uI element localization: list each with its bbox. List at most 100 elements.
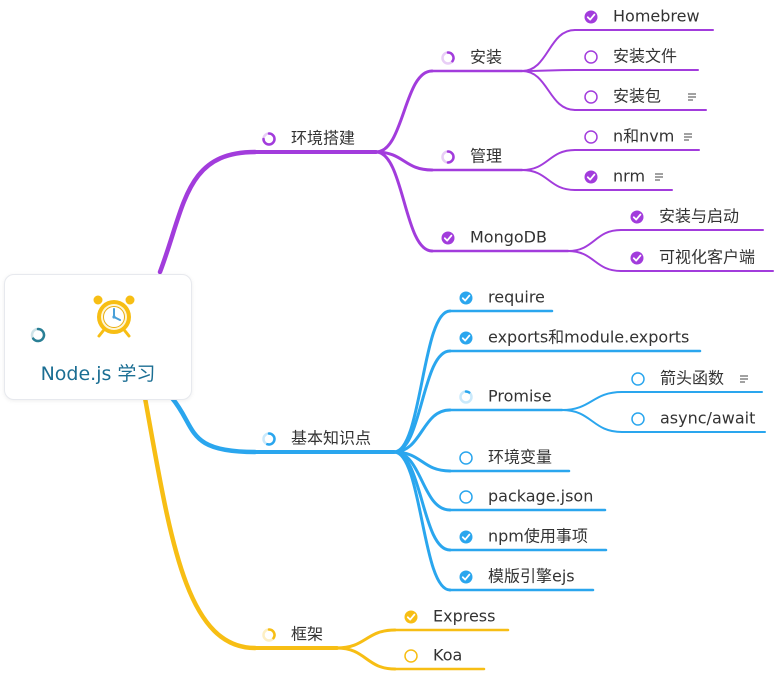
empty-circle-icon[interactable]: [584, 130, 598, 144]
topic-nrm[interactable]: nrm: [584, 167, 664, 186]
topic-exports[interactable]: exports和module.exports: [459, 328, 690, 347]
topic-install-files[interactable]: 安装文件: [584, 47, 677, 66]
connector-curve: [521, 149, 576, 171]
empty-circle-icon[interactable]: [584, 50, 598, 64]
topic-koa[interactable]: Koa: [404, 646, 462, 665]
alarm-clock-icon: [93, 295, 135, 338]
topic-n-nvm[interactable]: n和nvm: [584, 127, 692, 146]
topic-label: async/await: [660, 409, 755, 428]
note-icon[interactable]: [688, 93, 696, 101]
note-icon[interactable]: [740, 375, 748, 383]
check-icon[interactable]: [584, 10, 598, 24]
topic-label: n和nvm: [613, 127, 674, 146]
topic-label: Express: [433, 607, 495, 626]
progress-ring-icon[interactable]: [266, 432, 276, 446]
check-icon[interactable]: [404, 610, 418, 624]
connector-curve: [374, 150, 434, 253]
connector-curve: [392, 450, 452, 592]
topic-label: npm使用事项: [488, 527, 588, 546]
topic-label: 安装与启动: [659, 207, 739, 226]
checkmark-icon: [586, 173, 596, 181]
topic-manage[interactable]: 管理: [441, 147, 503, 166]
progress-ring-icon[interactable]: [446, 150, 455, 164]
topic-mongo-install[interactable]: 安装与启动: [630, 207, 740, 226]
connector-curve: [521, 29, 576, 72]
topic-arrow[interactable]: 箭头函数: [631, 369, 748, 388]
note-icon[interactable]: [684, 133, 692, 141]
topic-label: 安装包: [613, 87, 661, 106]
connector-curve: [521, 169, 576, 191]
connector-curve: [374, 150, 434, 172]
topic-env[interactable]: 环境搭建: [262, 129, 356, 148]
connector-curve: [567, 229, 622, 252]
topic-label: Koa: [433, 646, 462, 665]
main-branch-curve: [157, 149, 258, 275]
topic-env-vars[interactable]: 环境变量: [459, 448, 552, 467]
check-icon[interactable]: [630, 210, 644, 224]
root-progress-icon: [30, 327, 46, 343]
root-topic[interactable]: Node.js 学习: [4, 274, 192, 400]
connector-curve: [392, 450, 452, 552]
progress-ring-icon[interactable]: [267, 628, 276, 640]
topic-promise[interactable]: Promise: [459, 387, 552, 406]
topic-async[interactable]: async/await: [631, 409, 755, 428]
topic-mongo-gui[interactable]: 可视化客户端: [630, 248, 756, 267]
check-icon[interactable]: [459, 570, 473, 584]
topic-frameworks[interactable]: 框架: [262, 625, 324, 644]
checkmark-icon: [461, 294, 471, 302]
topic-label: 模版引擎ejs: [488, 567, 575, 586]
check-icon[interactable]: [459, 291, 473, 305]
topic-install[interactable]: 安装: [441, 48, 503, 67]
connector-curve: [335, 628, 397, 650]
topic-express[interactable]: Express: [404, 607, 496, 626]
check-icon[interactable]: [441, 231, 455, 245]
empty-circle-icon[interactable]: [631, 412, 645, 426]
progress-ring-icon[interactable]: [464, 390, 471, 394]
topic-homebrew[interactable]: Homebrew: [584, 7, 700, 26]
checkmark-icon: [586, 13, 596, 21]
progress-ring-icon[interactable]: [262, 132, 276, 146]
topic-require[interactable]: require: [459, 288, 545, 307]
checkmark-icon: [443, 234, 453, 242]
empty-circle-icon[interactable]: [584, 90, 598, 104]
empty-circle-icon[interactable]: [404, 649, 418, 663]
check-icon[interactable]: [584, 170, 598, 184]
connector-curve: [335, 646, 397, 671]
checkmark-icon: [461, 573, 471, 581]
topic-label: exports和module.exports: [488, 328, 689, 347]
main-branch-curve: [169, 395, 258, 455]
note-icon[interactable]: [655, 173, 663, 181]
progress-ring-icon[interactable]: [446, 51, 455, 63]
root-title: Node.js 学习: [40, 363, 156, 385]
topic-label: 可视化客户端: [659, 248, 755, 267]
topic-ejs[interactable]: 模版引擎ejs: [459, 567, 575, 586]
checkmark-icon: [632, 254, 642, 262]
topic-label: 环境变量: [488, 448, 552, 467]
topic-label: package.json: [488, 487, 593, 506]
topic-pkg-json[interactable]: package.json: [459, 487, 593, 506]
connector-curve: [561, 391, 623, 411]
topic-mongodb[interactable]: MongoDB: [441, 228, 547, 247]
check-icon[interactable]: [459, 530, 473, 544]
topic-label: nrm: [613, 167, 645, 186]
topic-npm[interactable]: npm使用事项: [459, 527, 588, 546]
empty-circle-icon[interactable]: [459, 451, 473, 465]
topic-label: 管理: [470, 147, 502, 166]
connector-curve: [521, 70, 576, 111]
topic-label: 框架: [291, 625, 323, 644]
empty-circle-icon[interactable]: [459, 490, 473, 504]
connector-curve: [521, 69, 576, 72]
empty-circle-icon[interactable]: [631, 372, 645, 386]
connector-curve: [392, 349, 452, 454]
check-icon[interactable]: [630, 251, 644, 265]
topic-label: 环境搭建: [291, 129, 355, 148]
connector-curve: [561, 409, 623, 433]
topic-install-pkg[interactable]: 安装包: [584, 87, 696, 106]
topic-basics[interactable]: 基本知识点: [262, 429, 372, 448]
topic-label: 安装文件: [613, 47, 677, 66]
topic-label: Promise: [488, 387, 552, 406]
check-icon[interactable]: [459, 331, 473, 345]
topic-label: MongoDB: [470, 228, 547, 247]
main-branch-curve: [142, 395, 258, 651]
